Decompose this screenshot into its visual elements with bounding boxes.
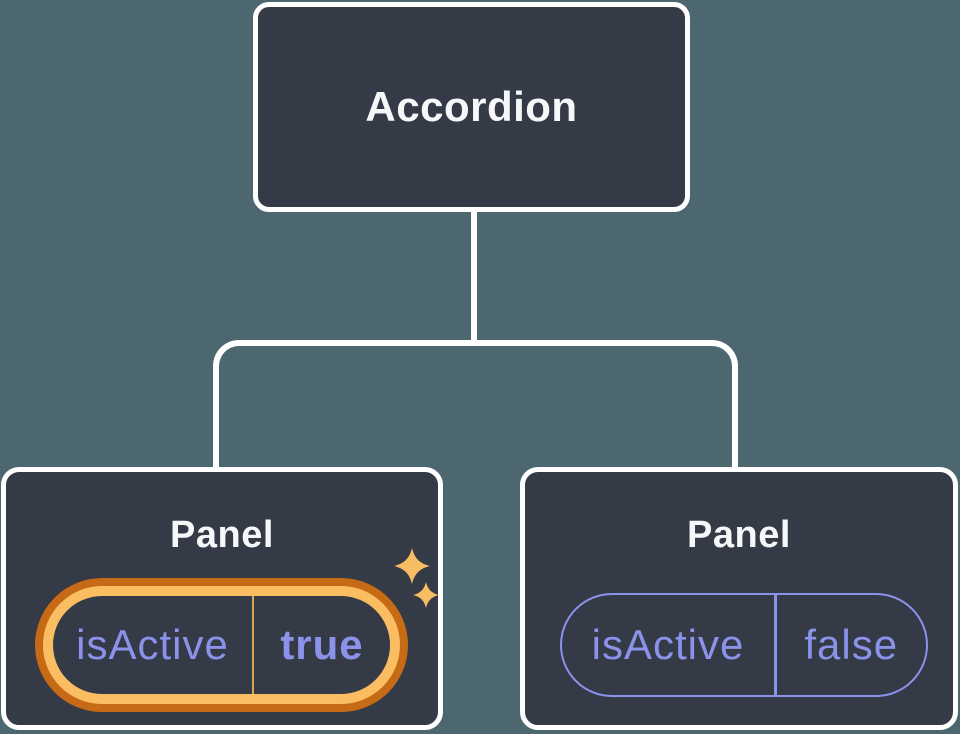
panel-node-active: Panel isActive true <box>1 467 443 730</box>
state-value-label: true <box>280 621 364 668</box>
accordion-node-label: Accordion <box>365 83 578 130</box>
state-value-label: false <box>804 621 899 668</box>
state-key-label: isActive <box>591 621 745 668</box>
state-value-cell: true <box>254 596 390 694</box>
sparkle-icon <box>394 548 430 584</box>
connector-stem <box>471 210 477 344</box>
state-pill-body: isActive true <box>53 596 390 694</box>
connector-bracket <box>213 340 738 470</box>
sparkle-icon <box>413 582 439 608</box>
accordion-node: Accordion <box>253 2 690 212</box>
state-key-cell: isActive <box>562 595 774 695</box>
panel-node-inactive: Panel isActive false <box>520 467 958 730</box>
panel-title: Panel <box>687 514 791 556</box>
pill-divider <box>774 595 777 695</box>
state-pill-glow-ring: isActive true <box>43 586 400 704</box>
state-key-label: isActive <box>76 621 229 668</box>
state-value-cell: false <box>777 595 927 695</box>
state-key-cell: isActive <box>53 596 252 694</box>
panel-title: Panel <box>170 514 274 556</box>
state-pill-highlighted: isActive true <box>35 578 408 712</box>
state-pill-plain: isActive false <box>560 593 928 697</box>
pill-divider <box>252 596 254 694</box>
